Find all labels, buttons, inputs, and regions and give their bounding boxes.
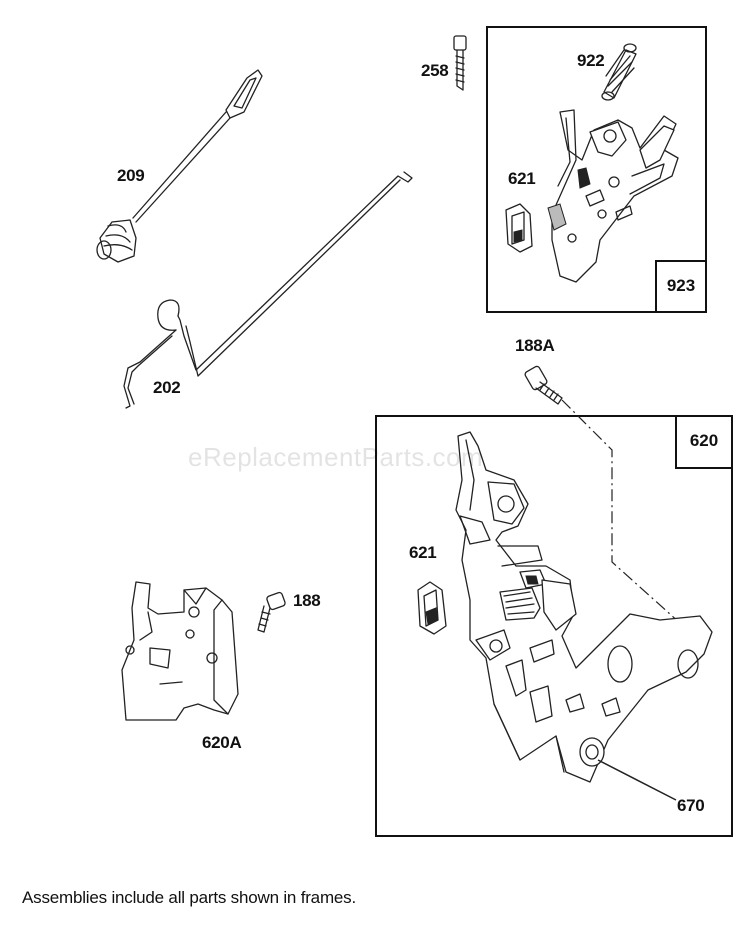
frame-number-620: 620 xyxy=(689,431,719,450)
frame-923-number-box xyxy=(655,260,707,313)
part-label-922: 922 xyxy=(577,51,605,70)
part-label-202: 202 xyxy=(153,378,181,397)
frame-923 xyxy=(486,26,707,313)
watermark: eReplacementParts.com xyxy=(188,442,484,472)
frame-620 xyxy=(375,415,733,837)
control-plate-icon xyxy=(547,109,679,283)
footnote: Assemblies include all parts shown in fr… xyxy=(22,888,356,907)
bolt-icon xyxy=(453,35,467,91)
link-rod-icon xyxy=(123,171,413,409)
clip-icon xyxy=(505,203,533,253)
bolt-icon xyxy=(524,365,563,405)
part-label-188: 188 xyxy=(293,591,321,610)
spring-icon xyxy=(96,69,263,263)
spring-icon xyxy=(601,43,637,101)
frame-620-number-box xyxy=(675,415,733,469)
part-label-258: 258 xyxy=(421,61,449,80)
leader-line-670 xyxy=(597,759,677,801)
part-label-188a: 188A xyxy=(515,336,555,355)
part-label-620a: 620A xyxy=(202,733,242,752)
part-label-209: 209 xyxy=(117,166,145,185)
frame-number-923: 923 xyxy=(666,276,696,295)
clip-icon xyxy=(417,581,447,635)
bracket-icon xyxy=(121,581,239,721)
part-label-621: 621 xyxy=(409,543,437,562)
alignment-line xyxy=(561,399,691,633)
part-label-621: 621 xyxy=(508,169,536,188)
bolt-icon xyxy=(257,591,286,633)
part-label-670: 670 xyxy=(677,796,705,815)
control-plate-icon xyxy=(455,431,713,783)
